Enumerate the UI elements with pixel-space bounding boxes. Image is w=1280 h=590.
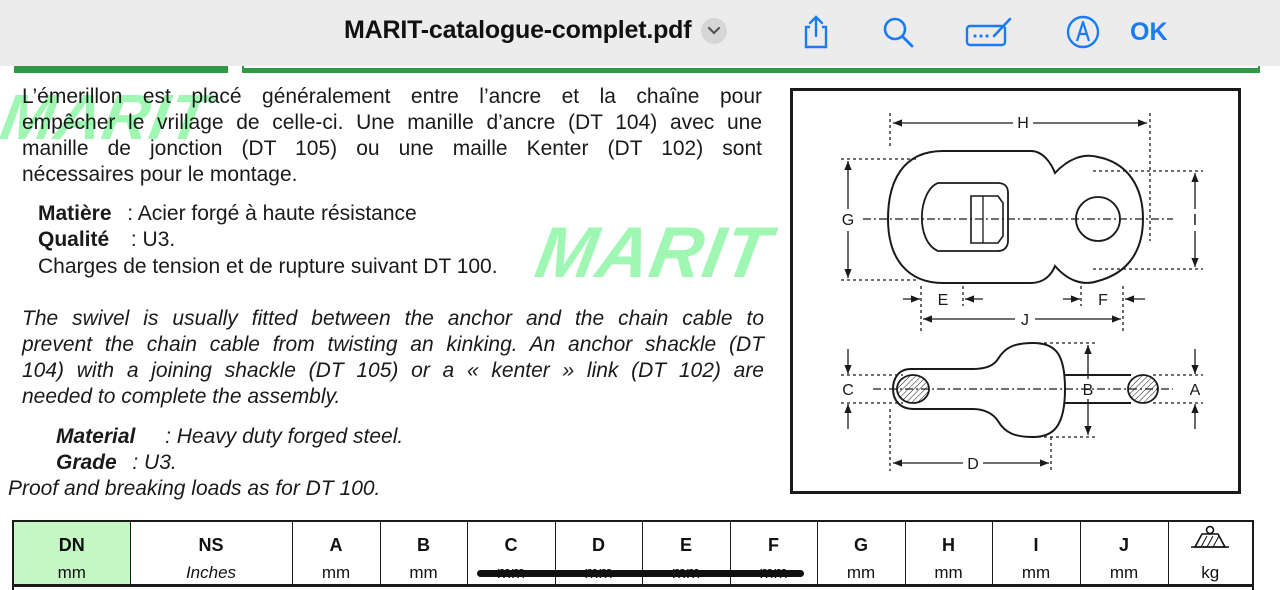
col-header-d: D: [555, 522, 643, 559]
text-line: The swivel is usually fitted between the…: [22, 307, 764, 330]
search-icon[interactable]: [880, 14, 916, 50]
weight-icon: [1191, 525, 1230, 548]
text-line: L’émerillon est placé généralement entre…: [22, 85, 762, 108]
table-header-row: DN NS A B C D E F G H I J: [14, 522, 1252, 559]
dim-label-f: F: [1098, 292, 1108, 309]
document-title: MARIT-catalogue-complet.pdf: [344, 16, 692, 44]
swivel-technical-drawing: H G I E F J C B A D: [790, 88, 1241, 494]
text-line: 104) with a joining shackle (DT 105) or …: [22, 359, 764, 382]
signature-icon[interactable]: [964, 14, 1014, 50]
dim-label-c: C: [842, 382, 854, 399]
page-header-bar-left: [14, 66, 228, 73]
grade-value: : U3.: [130, 228, 176, 251]
unit-h: mm: [905, 559, 993, 586]
unit-i: mm: [992, 559, 1081, 586]
swivel-drawing-svg: H G I E F J C B A D: [841, 113, 1203, 473]
col-header-f: F: [730, 522, 818, 559]
loads-en: Proof and breaking loads as for DT 100.: [8, 477, 381, 500]
unit-b: mm: [380, 559, 468, 586]
col-header-dn: DN: [14, 522, 131, 559]
grade-fr: Qualité : U3.: [38, 227, 175, 253]
dim-label-e: E: [938, 292, 949, 309]
material-label: Material: [56, 425, 136, 448]
text-line: empêcher le vrillage de celle-ci. Une ma…: [22, 111, 762, 134]
material-value: : Heavy duty forged steel.: [165, 425, 404, 448]
col-header-a: A: [292, 522, 381, 559]
text-line: nécessaires pour le montage.: [22, 163, 298, 186]
dim-label-i: I: [1193, 212, 1197, 229]
material-value: : Acier forgé à haute résistance: [127, 202, 417, 225]
col-header-h: H: [905, 522, 993, 559]
text-line: prevent the chain cable from twisting an…: [22, 333, 764, 356]
share-icon[interactable]: [798, 14, 834, 50]
text-line: needed to complete the assembly.: [22, 385, 341, 408]
grade-label: Grade: [56, 451, 117, 474]
unit-a: mm: [292, 559, 381, 586]
description-english: The swivel is usually fitted between the…: [22, 306, 764, 410]
material-fr: Matière : Acier forgé à haute résistance: [38, 201, 417, 227]
ok-button[interactable]: OK: [1130, 18, 1168, 46]
page-header-bar-right: [242, 66, 1260, 73]
col-header-i: I: [992, 522, 1081, 559]
unit-dn: mm: [14, 559, 131, 586]
col-header-c: C: [467, 522, 556, 559]
dim-label-j: J: [1021, 312, 1029, 329]
horizontal-scroll-indicator[interactable]: [477, 570, 804, 577]
table-row-divider: [14, 584, 1252, 587]
dim-label-d: D: [967, 456, 979, 473]
col-header-g: G: [817, 522, 906, 559]
dim-label-h: H: [1017, 115, 1029, 132]
dim-label-a: A: [1190, 382, 1201, 399]
unit-weight: kg: [1201, 562, 1220, 582]
pdf-toolbar: MARIT-catalogue-complet.pdf OK: [0, 0, 1280, 66]
dim-label-g: G: [842, 212, 854, 229]
col-header-weight: [1168, 522, 1252, 559]
unit-ns: Inches: [130, 559, 293, 586]
text-line: manille de jonction (DT 105) ou une mail…: [22, 137, 762, 160]
dimensions-table: DN NS A B C D E F G H I J mm Inches mm m…: [12, 520, 1254, 590]
col-header-e: E: [642, 522, 731, 559]
col-header-b: B: [380, 522, 468, 559]
description-french: L’émerillon est placé généralement entre…: [22, 84, 762, 188]
col-header-j: J: [1080, 522, 1169, 559]
grade-value: : U3.: [132, 451, 177, 474]
chevron-down-icon[interactable]: [701, 17, 728, 44]
dim-label-b: B: [1083, 382, 1094, 399]
grade-label: Qualité: [38, 228, 110, 251]
unit-j: mm: [1080, 559, 1169, 586]
material-label: Matière: [38, 202, 112, 225]
loads-fr: Charges de tension et de rupture suivant…: [38, 255, 498, 278]
document-title-menu[interactable]: MARIT-catalogue-complet.pdf: [344, 16, 728, 45]
material-en: Material : Heavy duty forged steel.: [56, 424, 403, 450]
markup-pen-icon[interactable]: [1065, 14, 1101, 50]
col-header-ns: NS: [130, 522, 293, 559]
grade-en: Grade : U3.: [56, 450, 177, 476]
unit-g: mm: [817, 559, 906, 586]
marit-watermark: MARIT: [529, 213, 778, 293]
